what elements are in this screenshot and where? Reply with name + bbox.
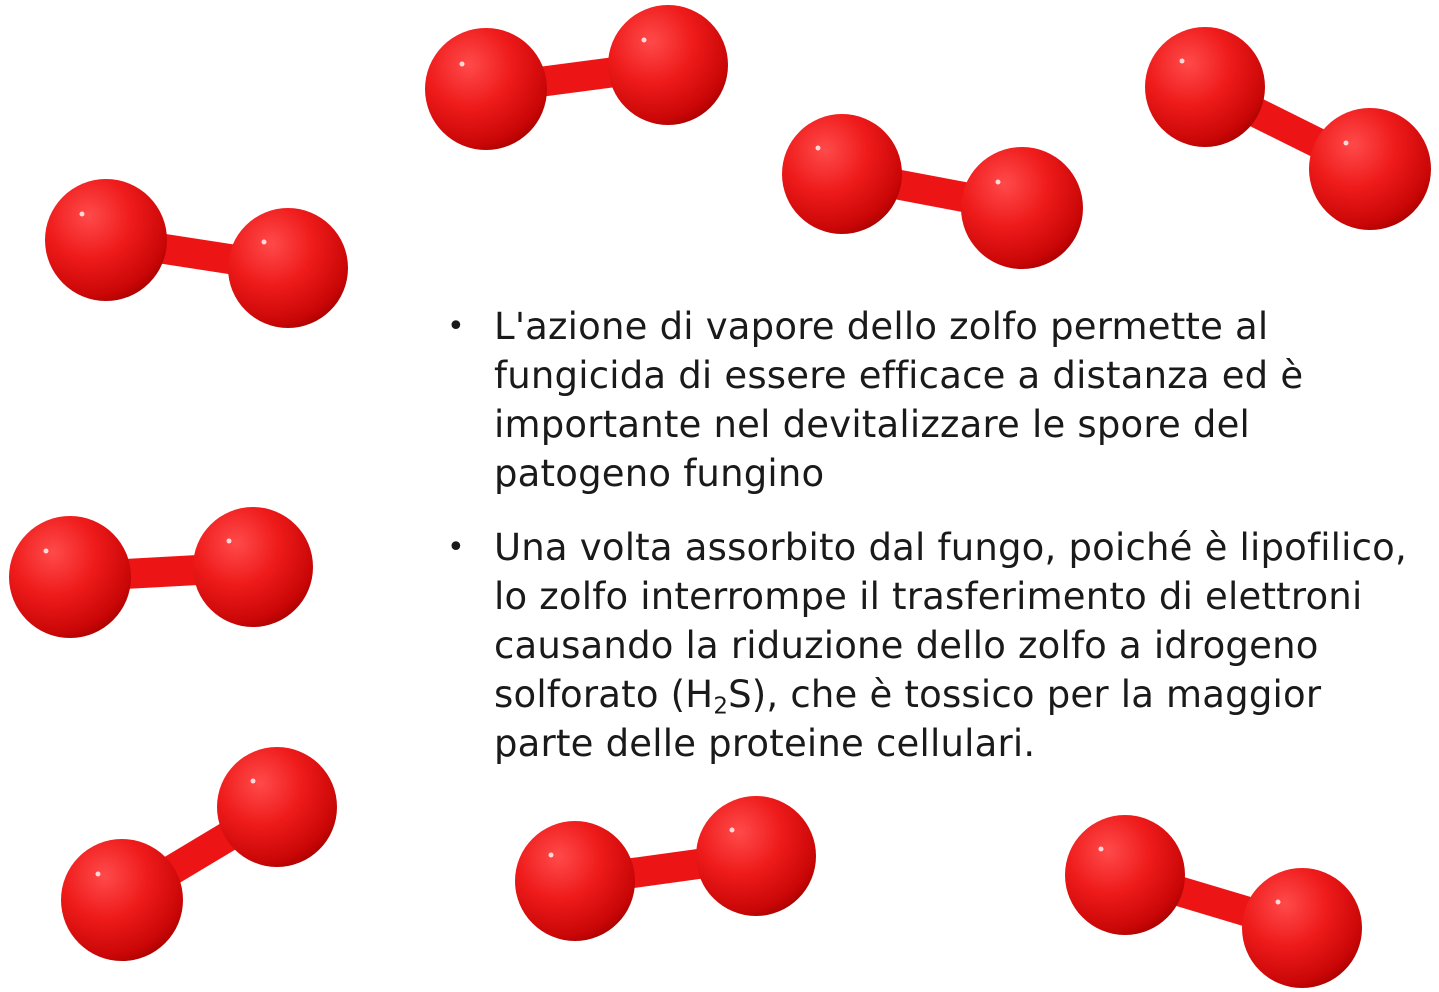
bullet-text-line: patogeno fungino xyxy=(494,452,825,495)
bullet-dot: • xyxy=(447,309,465,344)
bullet-text-line: L'azione di vapore dello zolfo permette … xyxy=(494,305,1269,348)
bullet-text-line: importante nel devitalizzare le spore de… xyxy=(494,403,1251,446)
bullet-text-line: causando la riduzione dello zolfo a idro… xyxy=(494,624,1319,667)
formula-prefix: solforato (H xyxy=(494,673,714,716)
molecule-8 xyxy=(1065,815,1362,988)
molecule-3 xyxy=(1145,27,1431,230)
molecule-7 xyxy=(515,796,816,941)
molecule-1 xyxy=(425,5,728,150)
bullet-item: • Una volta assorbito dal fungo, poiché … xyxy=(438,523,1439,768)
bullet-dot: • xyxy=(447,530,465,565)
formula-suffix: S), che è tossico per la maggior xyxy=(728,673,1322,716)
bullet-list: • L'azione di vapore dello zolfo permett… xyxy=(438,302,1439,793)
bullet-formula-line: solforato (H2S), che è tossico per la ma… xyxy=(494,670,1439,719)
bullet-text-line: lo zolfo interrompe il trasferimento di … xyxy=(494,575,1363,618)
bullet-item: • L'azione di vapore dello zolfo permett… xyxy=(438,302,1439,498)
formula-subscript: 2 xyxy=(713,693,729,720)
molecule-5 xyxy=(9,507,313,638)
molecule-4 xyxy=(45,179,348,328)
bullet-text-line: Una volta assorbito dal fungo, poiché è … xyxy=(494,526,1407,569)
bullet-text-line: parte delle proteine cellulari. xyxy=(494,722,1036,765)
molecule-2 xyxy=(782,114,1083,269)
bullet-text-line: fungicida di essere efficace a distanza … xyxy=(494,354,1304,397)
molecule-6 xyxy=(61,747,337,961)
